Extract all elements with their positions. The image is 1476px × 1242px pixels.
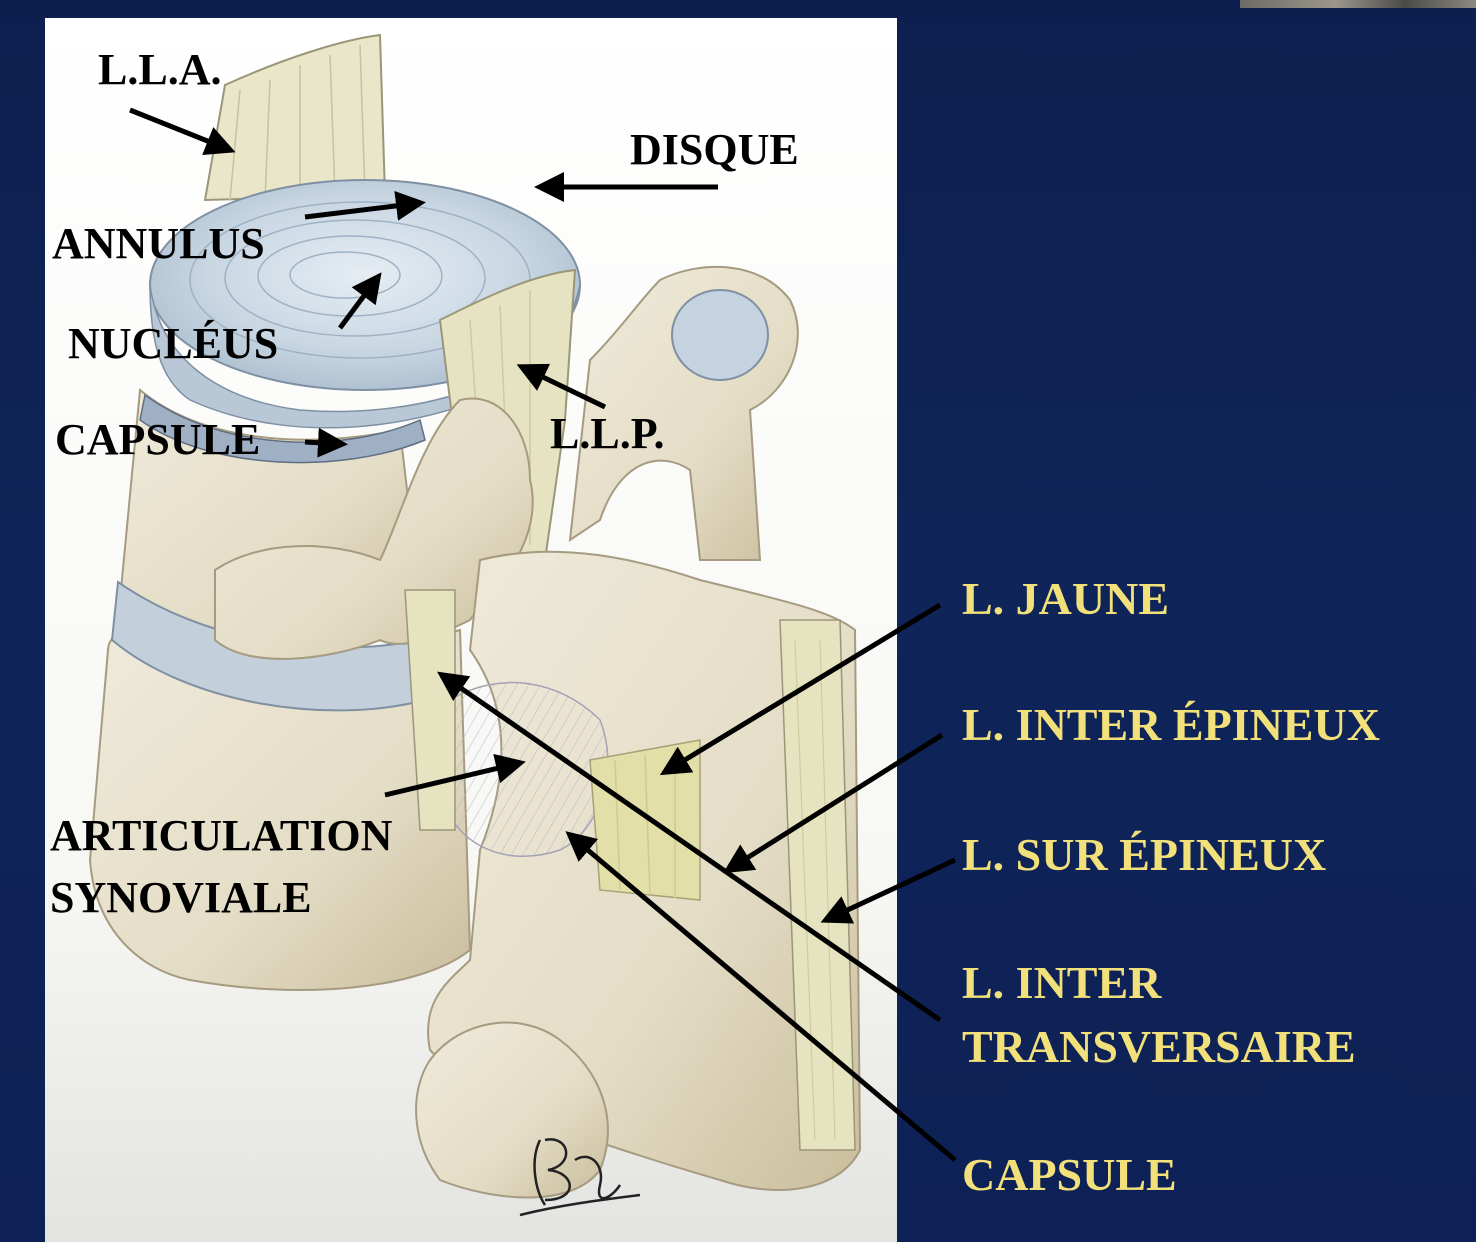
video-thumbnail-strip	[1240, 0, 1476, 8]
label-synoviale: SYNOVIALE	[50, 873, 312, 922]
annotation-arrows	[129, 107, 957, 1162]
label-articulation: ARTICULATION	[50, 811, 393, 860]
arrow-l-sur-epineux	[820, 857, 957, 924]
label-l-inter-epineux: L. INTER ÉPINEUX	[962, 699, 1380, 750]
arrow-articulation	[384, 753, 526, 798]
supraspinous-ligament	[779, 619, 856, 1151]
label-l-sur-epineux: L. SUR ÉPINEUX	[962, 829, 1326, 880]
label-transversaire: TRANSVERSAIRE	[962, 1021, 1356, 1072]
label-capsule-left: CAPSULE	[55, 415, 260, 464]
arrow-lla	[129, 107, 236, 156]
arrow-l-inter-transversaire	[437, 671, 942, 1023]
label-annulus: ANNULUS	[52, 219, 265, 268]
arrow-l-inter-epineux	[722, 732, 944, 874]
transverse-foramen	[671, 289, 769, 381]
label-lla: L.L.A.	[98, 45, 221, 94]
arrow-annulus	[304, 191, 426, 221]
anterior-longitudinal-ligament	[203, 33, 387, 202]
label-nucleus: NUCLÉUS	[68, 319, 278, 368]
arrow-l-jaune	[659, 602, 942, 776]
label-l-inter: L. INTER	[962, 957, 1162, 1008]
arrow-llp	[516, 363, 607, 410]
label-l-jaune: L. JAUNE	[962, 573, 1169, 624]
capsule-band	[139, 393, 426, 464]
label-disque: DISQUE	[630, 125, 799, 174]
arrow-capsule-left	[304, 427, 348, 458]
posterior-arch	[214, 265, 862, 1199]
artist-signature	[519, 1138, 641, 1217]
arrow-nucleus	[337, 272, 382, 330]
label-capsule-right: CAPSULE	[962, 1149, 1177, 1200]
arrow-capsule-right	[565, 831, 957, 1162]
vertebral-column	[88, 33, 581, 991]
intertransverse-ligament	[404, 589, 456, 831]
label-llp: L.L.P.	[550, 409, 665, 458]
